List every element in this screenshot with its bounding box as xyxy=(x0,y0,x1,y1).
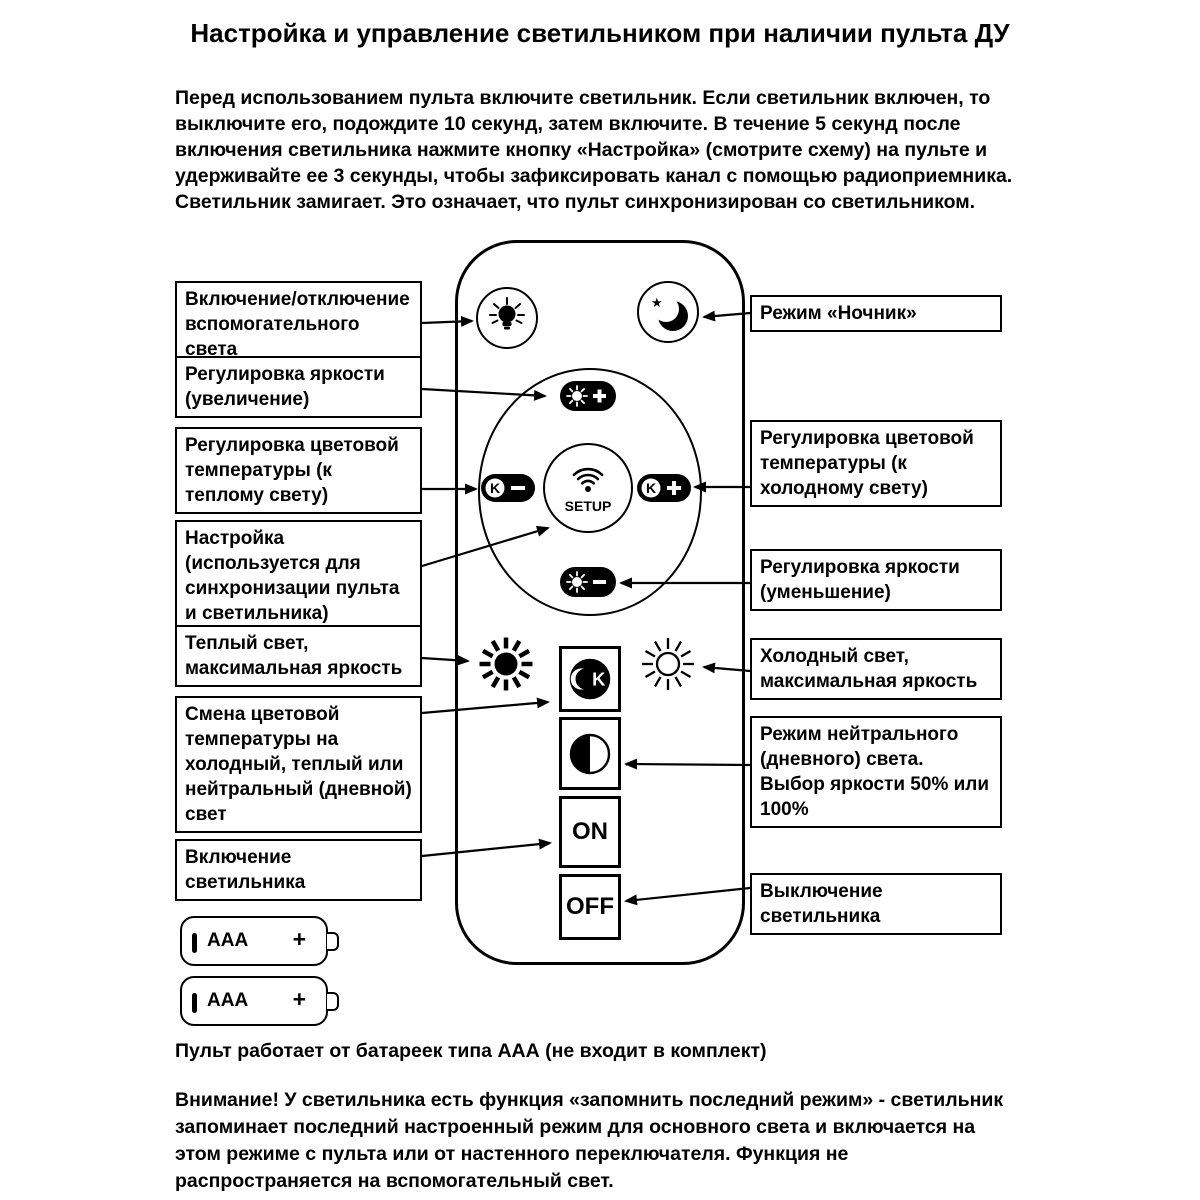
warning-paragraph: Внимание! У светильника есть функция «за… xyxy=(175,1089,1004,1192)
label-temp-warm: Регулировка цветовой температуры (к тепл… xyxy=(175,427,422,514)
battery-nub xyxy=(327,992,339,1011)
aux-light-button xyxy=(476,287,538,349)
on-button: ON xyxy=(559,796,621,868)
wifi-icon: SETUP xyxy=(565,467,612,514)
brightness-up-button xyxy=(560,381,616,411)
label-warm-max: Теплый свет, максимальная яркость xyxy=(175,625,422,687)
sun-minus-icon xyxy=(566,571,606,593)
setup-button: SETUP xyxy=(543,443,633,533)
intro-paragraph: Перед использованием пульта включите све… xyxy=(175,87,1013,213)
warm-temp-button: K xyxy=(481,474,535,502)
battery-label: AAA xyxy=(207,930,249,951)
label-temp-cycle: Смена цветовой температуры на холодный, … xyxy=(175,696,422,833)
label-aux-light-toggle: Включение/отключение вспомогательного св… xyxy=(175,281,422,368)
battery-nub xyxy=(327,932,339,951)
label-brightness-up: Регулировка яркости (увеличение) xyxy=(175,356,422,418)
k-letter: K xyxy=(646,480,656,496)
battery-plus-sign: + xyxy=(292,926,306,952)
label-cold-max: Холодный свет, максимальная яркость xyxy=(750,638,1002,700)
brightness-down-button xyxy=(560,567,616,597)
page-title: Настройка и управление светильником при … xyxy=(190,18,1010,48)
label-power-on: Включение светильника xyxy=(175,839,422,901)
battery-aaa-1: AAA + xyxy=(180,916,339,966)
sun-plus-icon xyxy=(566,385,606,407)
k-letter: K xyxy=(490,480,500,496)
k-letter: K xyxy=(592,669,606,690)
label-power-off: Выключение светильника xyxy=(750,873,1002,935)
label-night-mode: Режим «Ночник» xyxy=(750,295,1002,332)
half-circle-icon xyxy=(569,733,611,774)
battery-terminal-mark xyxy=(192,933,197,953)
k-moon-icon: K xyxy=(569,658,611,700)
k-minus-icon: K xyxy=(485,478,525,498)
label-neutral-mode: Режим нейтрального (дневного) света. Выб… xyxy=(750,716,1002,828)
night-mode-button: ★ xyxy=(637,281,699,343)
setup-label: SETUP xyxy=(565,498,612,514)
off-button: OFF xyxy=(559,874,621,940)
sun-outline-icon xyxy=(642,638,694,690)
battery-aaa-2: AAA + xyxy=(180,976,339,1026)
cold-temp-button: K xyxy=(637,474,691,502)
label-temp-cold: Регулировка цветовой температуры (к холо… xyxy=(750,420,1002,507)
label-setup: Настройка (используется для синхронизаци… xyxy=(175,520,422,632)
star-glyph: ★ xyxy=(651,295,663,310)
sun-filled-icon xyxy=(479,637,533,691)
label-brightness-down: Регулировка яркости (уменьшение) xyxy=(750,549,1002,611)
battery-note: Пульт работает от батареек типа ААА (не … xyxy=(175,1040,767,1062)
battery-label: AAA xyxy=(207,990,249,1011)
battery-plus-sign: + xyxy=(292,986,306,1012)
neutral-mode-button xyxy=(559,717,621,790)
bulb-icon xyxy=(489,297,525,330)
moon-star-icon: ★ xyxy=(651,295,688,331)
temp-cycle-button: K xyxy=(559,646,621,712)
battery-terminal-mark xyxy=(192,993,197,1013)
k-plus-icon: K xyxy=(641,478,681,498)
